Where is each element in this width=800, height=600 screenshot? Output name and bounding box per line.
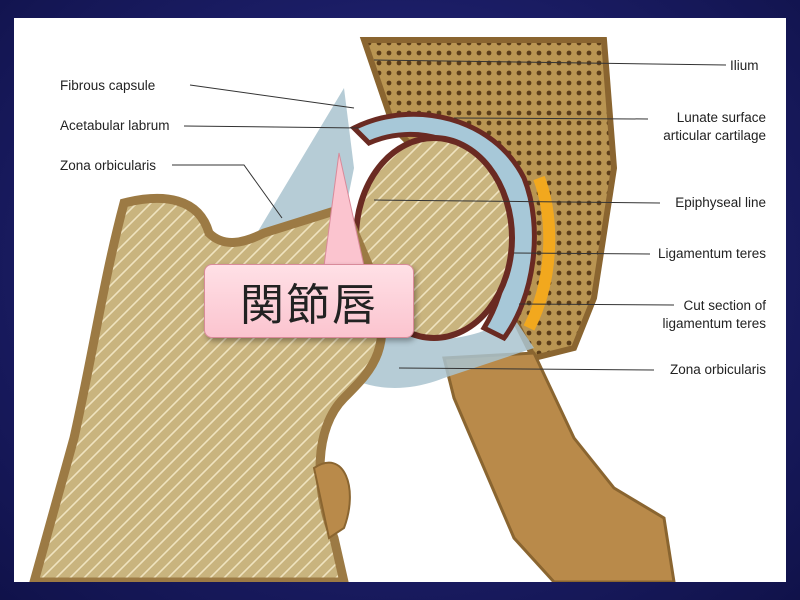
label-ligamentum-teres: Ligamentum teres: [657, 246, 766, 261]
label-cut-section-1: Cut section of: [683, 298, 766, 313]
leader-zona-orbicularis-right: [398, 367, 655, 371]
leader-zona-orbicularis-left: [172, 164, 283, 219]
label-cut-section-2: ligamentum teres: [662, 316, 766, 331]
leader-ilium: [373, 59, 727, 66]
label-zona-orbicularis-right: Zona orbicularis: [669, 362, 766, 377]
label-zona-orbicularis-left: Zona orbicularis: [60, 158, 157, 173]
leader-lunate: [453, 117, 649, 120]
leader-acetabular-labrum: [183, 125, 360, 129]
label-fibrous-capsule: Fibrous capsule: [60, 78, 156, 93]
lesser-trochanter: [312, 461, 351, 540]
callout-box: 関節唇: [204, 264, 414, 338]
slide: Fibrous capsule Acetabular labrum Zona o…: [14, 18, 786, 582]
leader-epiphyseal: [373, 199, 661, 204]
label-lunate-surface-1: Lunate surface: [676, 110, 766, 125]
label-lunate-surface-2: articular cartilage: [663, 128, 766, 143]
leader-ligamentum-teres: [513, 252, 651, 255]
label-ilium: Ilium: [730, 58, 759, 73]
epiphyseal-strip: [523, 175, 556, 331]
ischium-bone: [442, 351, 676, 582]
leader-fibrous-capsule: [189, 84, 355, 109]
label-epiphyseal-line: Epiphyseal line: [675, 195, 766, 210]
leader-cut-section: [518, 303, 675, 306]
label-acetabular-labrum: Acetabular labrum: [60, 118, 170, 133]
